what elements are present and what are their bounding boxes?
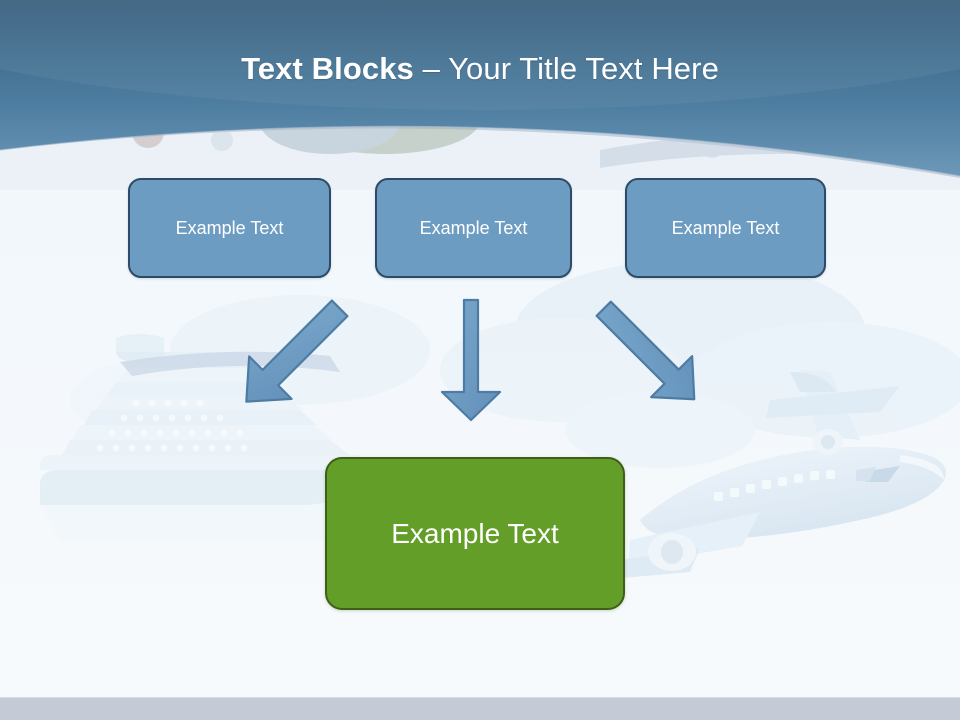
text-block-2[interactable]: Example Text (375, 178, 572, 278)
slide-title: Text Blocks – Your Title Text Here (0, 51, 960, 86)
result-text-block-label: Example Text (391, 517, 559, 549)
text-block-1[interactable]: Example Text (128, 178, 331, 278)
slide-title-bold: Text Blocks (241, 51, 414, 86)
slide-title-separator: – (413, 51, 449, 86)
result-text-block[interactable]: Example Text (325, 457, 625, 610)
text-block-3[interactable]: Example Text (625, 178, 826, 278)
cruise-ship-watermark (40, 334, 360, 540)
slide-footer-bar (0, 697, 960, 720)
text-block-1-label: Example Text (175, 217, 284, 238)
slide-title-normal: Your Title Text Here (448, 51, 719, 86)
text-block-2-label: Example Text (419, 217, 528, 238)
text-block-3-label: Example Text (671, 217, 780, 238)
airplane-watermark (620, 370, 946, 578)
